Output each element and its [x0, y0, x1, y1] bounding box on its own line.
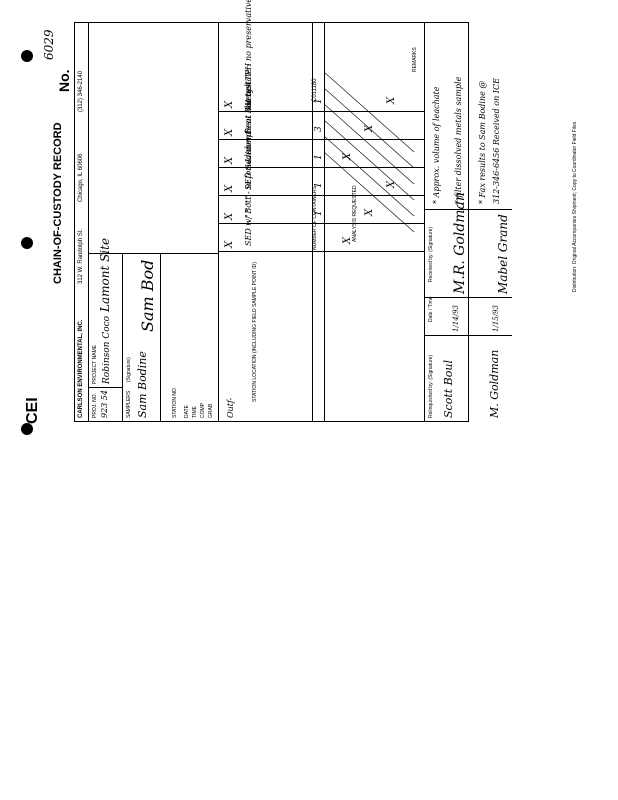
project-name-label: PROJECT NAME — [92, 344, 98, 384]
rotated-form: CEI CHAIN-OF-CUSTODY RECORD No. 6029 CAR… — [12, 0, 612, 432]
analysis-header-lines — [324, 71, 415, 232]
relinquished-by-label: Relinquished by: (Signature) — [428, 354, 434, 418]
remark-line-4: 312-346-6456 Received on ICE — [492, 78, 501, 204]
row-divider — [218, 167, 424, 168]
site-value: Lamont Site — [98, 237, 112, 312]
distribution-footer: Distribution: Original Accompanies Shipm… — [572, 121, 578, 292]
row-location: " " " " — [244, 195, 253, 218]
row-grab: X — [224, 156, 235, 164]
divider — [88, 253, 218, 254]
row-location: Leachate - no preservative — [244, 0, 253, 106]
remark-line-1: * Approx. volume of leachate — [432, 86, 441, 204]
row-count: 1 — [314, 98, 324, 104]
row-count: 1 — [314, 210, 324, 216]
date-time-label: Date / Time — [428, 296, 434, 322]
col-station-no: STATION NO. — [172, 386, 178, 418]
row-mark: X — [386, 96, 397, 104]
row-count: 1 — [314, 182, 324, 188]
divider — [468, 210, 469, 422]
samplers-signature-label: (Signature) — [126, 357, 132, 382]
samplers-value: Sam Bodine — [136, 351, 149, 418]
proj-no-value: 923 54 — [100, 390, 109, 418]
company-city: Chicago, IL 60606 — [78, 153, 84, 202]
divider — [88, 22, 89, 422]
row-mark: X — [386, 180, 397, 188]
received-by-label: Received by: (Signature) — [428, 226, 434, 282]
col-time: TIME — [192, 406, 198, 418]
row-count: 3 — [314, 126, 324, 132]
row-mark: X — [342, 236, 353, 244]
row-count: 1 — [314, 154, 324, 160]
row-divider — [218, 139, 424, 140]
row-station: Outf- — [226, 397, 235, 418]
row-mark: X — [364, 124, 375, 132]
row-divider — [218, 251, 424, 252]
remark-line-3: * Fax results to Sam Bodine @ — [478, 80, 487, 204]
col-grab: GRAB — [208, 403, 214, 418]
form-number-label: No. — [56, 69, 72, 92]
relinquish-date-2: 1/15/93 — [492, 305, 500, 332]
project-name-value: Robinson Coco — [102, 315, 112, 384]
row-grab: X — [224, 212, 235, 220]
col-date: DATE — [184, 405, 190, 418]
col-comp: COMP — [200, 403, 206, 418]
company-name: CARLSON ENVIRONMENTAL, INC. — [78, 319, 84, 418]
divider — [88, 387, 122, 388]
company-phone: (312) 346-2140 — [78, 70, 84, 112]
received-signature-1: M.R. Goldman — [452, 192, 468, 294]
row-grab: X — [224, 100, 235, 108]
remark-line-2: * filter dissolved metals sample — [454, 76, 463, 204]
relinquish-date-1: 1/14/93 — [452, 305, 460, 332]
relinquished-signature-1: Scott Boul — [442, 360, 455, 418]
form-title: CHAIN-OF-CUSTODY RECORD — [52, 122, 64, 284]
row-divider — [218, 223, 424, 224]
relinquished-signature-2: M. Goldman — [488, 349, 501, 418]
divider — [122, 254, 123, 422]
binder-hole-bottom — [21, 423, 33, 435]
binder-hole-middle — [21, 237, 33, 249]
divider — [424, 22, 425, 422]
row-grab: X — [224, 240, 235, 248]
samplers-label: SAMPLERS — [126, 390, 132, 418]
row-mark: X — [342, 152, 353, 160]
binder-hole-top — [21, 50, 33, 62]
row-grab: X — [224, 128, 235, 136]
row-mark: X — [364, 208, 375, 216]
row-divider — [218, 195, 424, 196]
row-grab: X — [224, 184, 235, 192]
company-address: 312 W. Randolph St. — [78, 228, 84, 284]
proj-no-label: PROJ. NO. — [92, 392, 98, 418]
logo: CEI — [24, 397, 41, 424]
samplers-signature: Sam Bod — [138, 259, 157, 332]
col-station-location: STATION LOCATION (INCLUDING FIELD SAMPLE… — [252, 262, 258, 402]
received-signature-2: Mabel Grand — [496, 214, 510, 294]
divider — [160, 254, 161, 422]
form-number: 6029 — [42, 29, 56, 60]
chain-of-custody-form: CEI CHAIN-OF-CUSTODY RECORD No. 6029 CAR… — [12, 0, 612, 432]
row-divider — [218, 111, 424, 112]
divider — [218, 22, 219, 422]
